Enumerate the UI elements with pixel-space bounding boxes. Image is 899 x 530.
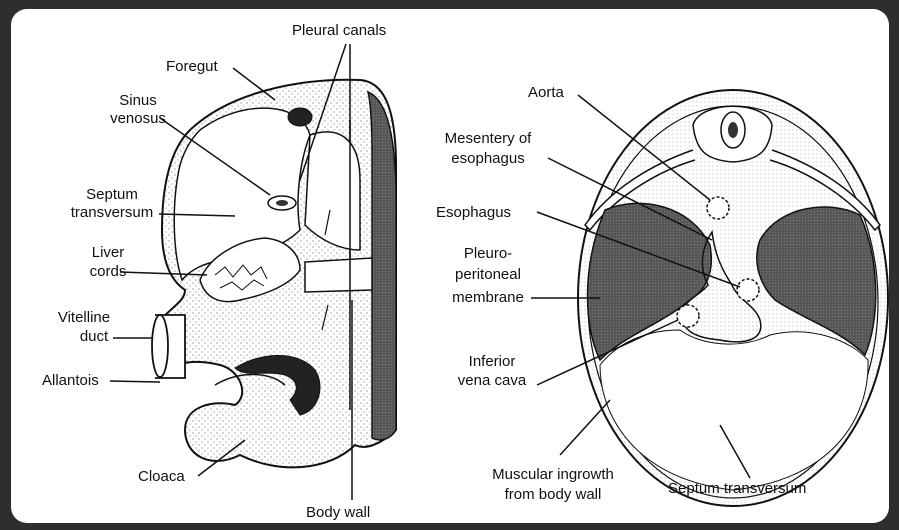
label-foregut: Foregut (166, 58, 218, 76)
label-liver-cords-1: Liver (78, 244, 138, 262)
label-pleuro-2: peritoneal (443, 266, 533, 284)
label-septum-2: transversum (57, 204, 167, 222)
label-vitelline-duct-1: Vitelline (44, 309, 124, 327)
label-mesentery-1: Mesentery of (428, 130, 548, 148)
label-septum-1: Septum (62, 186, 162, 204)
label-cloaca: Cloaca (138, 468, 185, 486)
label-ivc-2: vena cava (442, 372, 542, 390)
label-esophagus: Esophagus (436, 204, 511, 222)
label-muscular-ingrowth-2: from body wall (478, 486, 628, 504)
label-allantois: Allantois (42, 372, 99, 390)
label-muscular-ingrowth-1: Muscular ingrowth (478, 466, 628, 484)
label-septum-transversum-right: Septum transversum (668, 480, 806, 498)
right-section-drawing (578, 90, 888, 506)
label-pleuro-3: membrane (443, 289, 533, 307)
label-liver-cords-2: cords (78, 263, 138, 281)
label-mesentery-2: esophagus (438, 150, 538, 168)
label-vitelline-duct-2: duct (64, 328, 124, 346)
label-pleural-canals: Pleural canals (292, 22, 386, 40)
label-aorta: Aorta (528, 84, 564, 102)
label-body-wall: Body wall (306, 504, 370, 522)
label-ivc-1: Inferior (452, 353, 532, 371)
label-sinus-venosus-2: venosus (103, 110, 173, 128)
label-pleuro-1: Pleuro- (448, 245, 528, 263)
label-sinus-venosus-1: Sinus (108, 92, 168, 110)
